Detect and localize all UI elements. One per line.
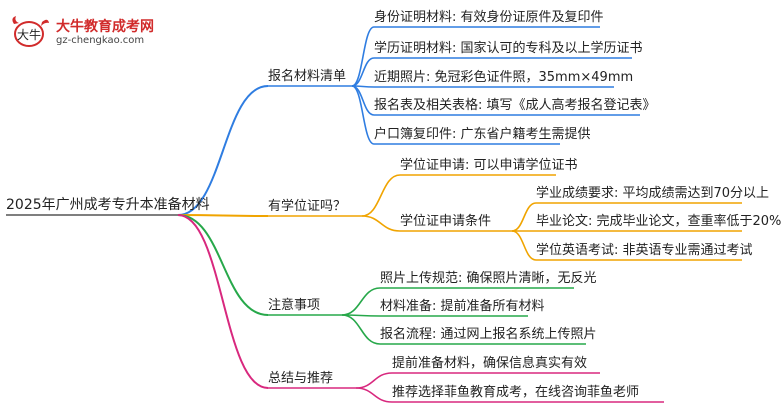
- leaf-recommendation: 推荐选择菲鱼教育成考，在线咨询菲鱼老师: [392, 385, 640, 400]
- branch-node-notes: 注意事项: [268, 298, 321, 313]
- branch-node-registration: 报名材料清单: [268, 69, 347, 84]
- leaf-thesis: 毕业论文: 完成毕业论文，查重率低于20%: [536, 214, 781, 229]
- link-branch3-leaf-2: [341, 314, 381, 345]
- leaf-photo: 近期照片: 免冠彩色证件照，35mm×49mm: [374, 70, 634, 85]
- leaf-photo-upload: 照片上传规范: 确保照片清晰，无反光: [380, 271, 597, 286]
- site-logo[interactable]: 大牛 大牛教育成考网 gz-chengkao.com: [8, 14, 188, 52]
- node-degree-conditions: 学位证申请条件: [400, 214, 492, 229]
- leaf-material-prep: 材料准备: 提前准备所有材料: [380, 299, 545, 314]
- root-node: 2025年广州成考专升本准备材料: [6, 197, 210, 213]
- leaf-grade-requirement: 学业成绩要求: 平均成绩需达到70分以上: [536, 186, 770, 201]
- link-root-branch2: [177, 214, 269, 217]
- site-url: gz-chengkao.com: [56, 35, 145, 46]
- link-conditions-leaf-2: [511, 230, 537, 261]
- site-title: 大牛教育成考网: [56, 19, 154, 35]
- link-branch4-leaf-0: [355, 372, 393, 389]
- link-branch1-leaf-3: [351, 85, 375, 116]
- leaf-id-materials: 身份证明材料: 有效身份证原件及复印件: [374, 10, 604, 25]
- branch-node-degree: 有学位证吗？: [268, 199, 347, 214]
- link-branch1-leaf-4: [351, 85, 375, 145]
- emblem-text: 大牛: [17, 27, 41, 42]
- connector-lines: [6, 26, 742, 403]
- link-branch4-leaf-1: [355, 387, 393, 403]
- link-conditions-leaf-0: [511, 202, 537, 232]
- mindmap: 大牛 大牛教育成考网 gz-chengkao.com 2025年广州成考专升本准…: [6, 10, 781, 403]
- leaf-education-proof: 学历证明材料: 国家认可的专科及以上学历证书: [374, 41, 643, 56]
- bull-emblem-icon: 大牛: [12, 16, 49, 47]
- link-root-branch1: [177, 85, 269, 216]
- leaf-registration-process: 报名流程: 通过网上报名系统上传照片: [380, 327, 597, 342]
- leaf-prepare-early: 提前准备材料，确保信息真实有效: [392, 356, 588, 371]
- link-branch1-leaf-0: [351, 26, 375, 87]
- link-root-branch3: [177, 214, 269, 316]
- branch-node-summary: 总结与推荐: [268, 371, 334, 386]
- leaf-household-register: 户口簿复印件: 广东省户籍考生需提供: [374, 127, 591, 142]
- link-branch1-leaf-1: [351, 57, 375, 87]
- leaf-english-exam: 学位英语考试: 非英语专业需通过考试: [536, 243, 753, 258]
- link-root-branch4: [177, 214, 269, 389]
- leaf-degree-application: 学位证申请: 可以申请学位证书: [400, 158, 578, 173]
- link-branch2-leaf-0: [361, 174, 401, 217]
- leaf-registration-form: 报名表及相关表格: 填写《成人高考报名登记表》: [374, 98, 656, 113]
- link-branch2-conditions: [361, 215, 401, 232]
- link-branch3-leaf-0: [341, 287, 381, 316]
